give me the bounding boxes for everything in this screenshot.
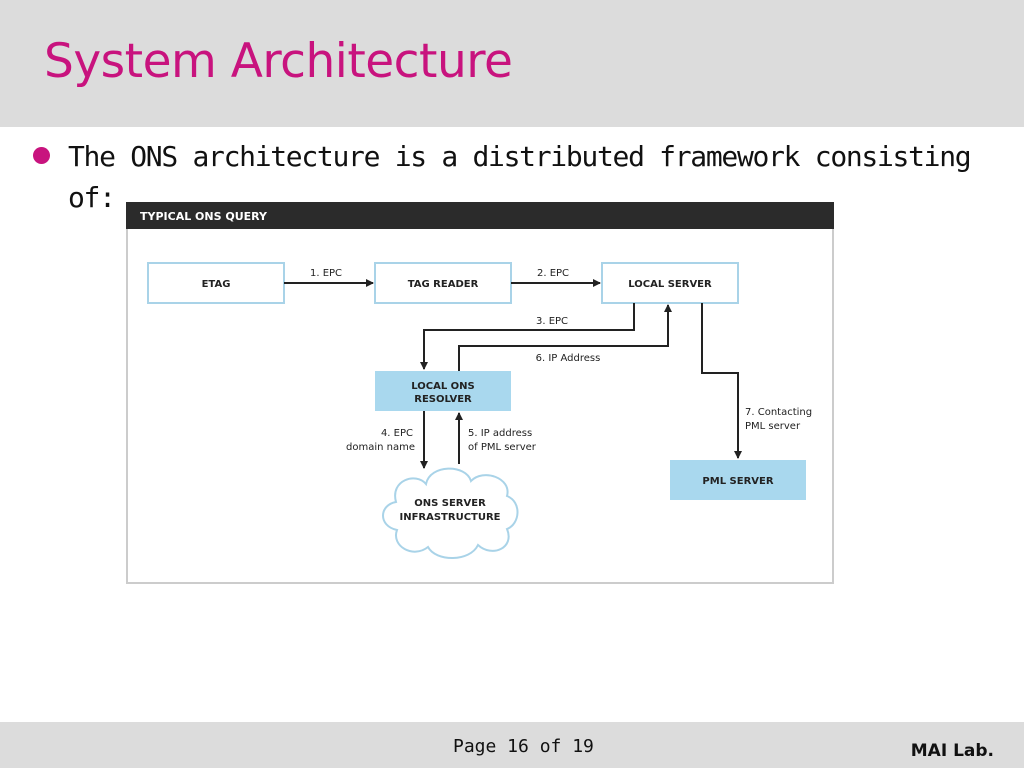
slide-title: System Architecture bbox=[44, 34, 513, 89]
edge-3-label: 3. EPC bbox=[536, 316, 568, 327]
edge-6-label: 6. IP Address bbox=[536, 353, 601, 364]
edge-server-to-pml bbox=[701, 303, 742, 459]
node-ons-infra-label-line2: INFRASTRUCTURE bbox=[399, 512, 500, 523]
diagram-header bbox=[126, 202, 834, 229]
ons-query-diagram: TYPICAL ONS QUERY ETAG TAG READER LOCAL … bbox=[126, 202, 834, 584]
node-tag-reader-label: TAG READER bbox=[408, 279, 479, 290]
footer-bar bbox=[0, 722, 1024, 768]
node-pml-server-label: PML SERVER bbox=[702, 476, 773, 487]
edge-7-label-line2: PML server bbox=[745, 421, 801, 432]
node-resolver-label-line1: LOCAL ONS bbox=[411, 381, 475, 392]
edge-server-to-resolver bbox=[420, 303, 635, 370]
edge-4-label-line1: 4. EPC bbox=[381, 428, 413, 439]
title-bar bbox=[0, 0, 1024, 127]
edge-1-label: 1. EPC bbox=[310, 268, 342, 279]
node-tag-reader bbox=[374, 262, 512, 304]
edge-4-label-line2: domain name bbox=[346, 442, 415, 453]
bullet-text: The ONS architecture is a distributed fr… bbox=[68, 140, 972, 214]
node-ons-infra-label-line1: ONS SERVER bbox=[414, 498, 486, 509]
node-local-server bbox=[601, 262, 739, 304]
edge-5-label-line2: of PML server bbox=[468, 442, 537, 453]
edge-resolver-to-server bbox=[458, 304, 672, 371]
node-resolver-label-line2: RESOLVER bbox=[414, 394, 472, 405]
node-etag bbox=[147, 262, 285, 304]
node-local-server-label: LOCAL SERVER bbox=[628, 279, 712, 290]
lab-name: MAI Lab. bbox=[910, 741, 994, 761]
bullet-point-icon bbox=[33, 147, 50, 164]
edge-7-label-line1: 7. Contacting bbox=[745, 407, 812, 418]
node-pml-server bbox=[670, 460, 806, 500]
diagram-header-label: TYPICAL ONS QUERY bbox=[140, 210, 268, 223]
node-local-ons-resolver bbox=[375, 371, 511, 411]
edge-5-label-line1: 5. IP address bbox=[468, 428, 532, 439]
node-etag-label: ETAG bbox=[202, 279, 231, 290]
edge-2-label: 2. EPC bbox=[537, 268, 569, 279]
page-number: Page 16 of 19 bbox=[453, 736, 594, 757]
node-ons-server-cloud bbox=[382, 467, 519, 559]
